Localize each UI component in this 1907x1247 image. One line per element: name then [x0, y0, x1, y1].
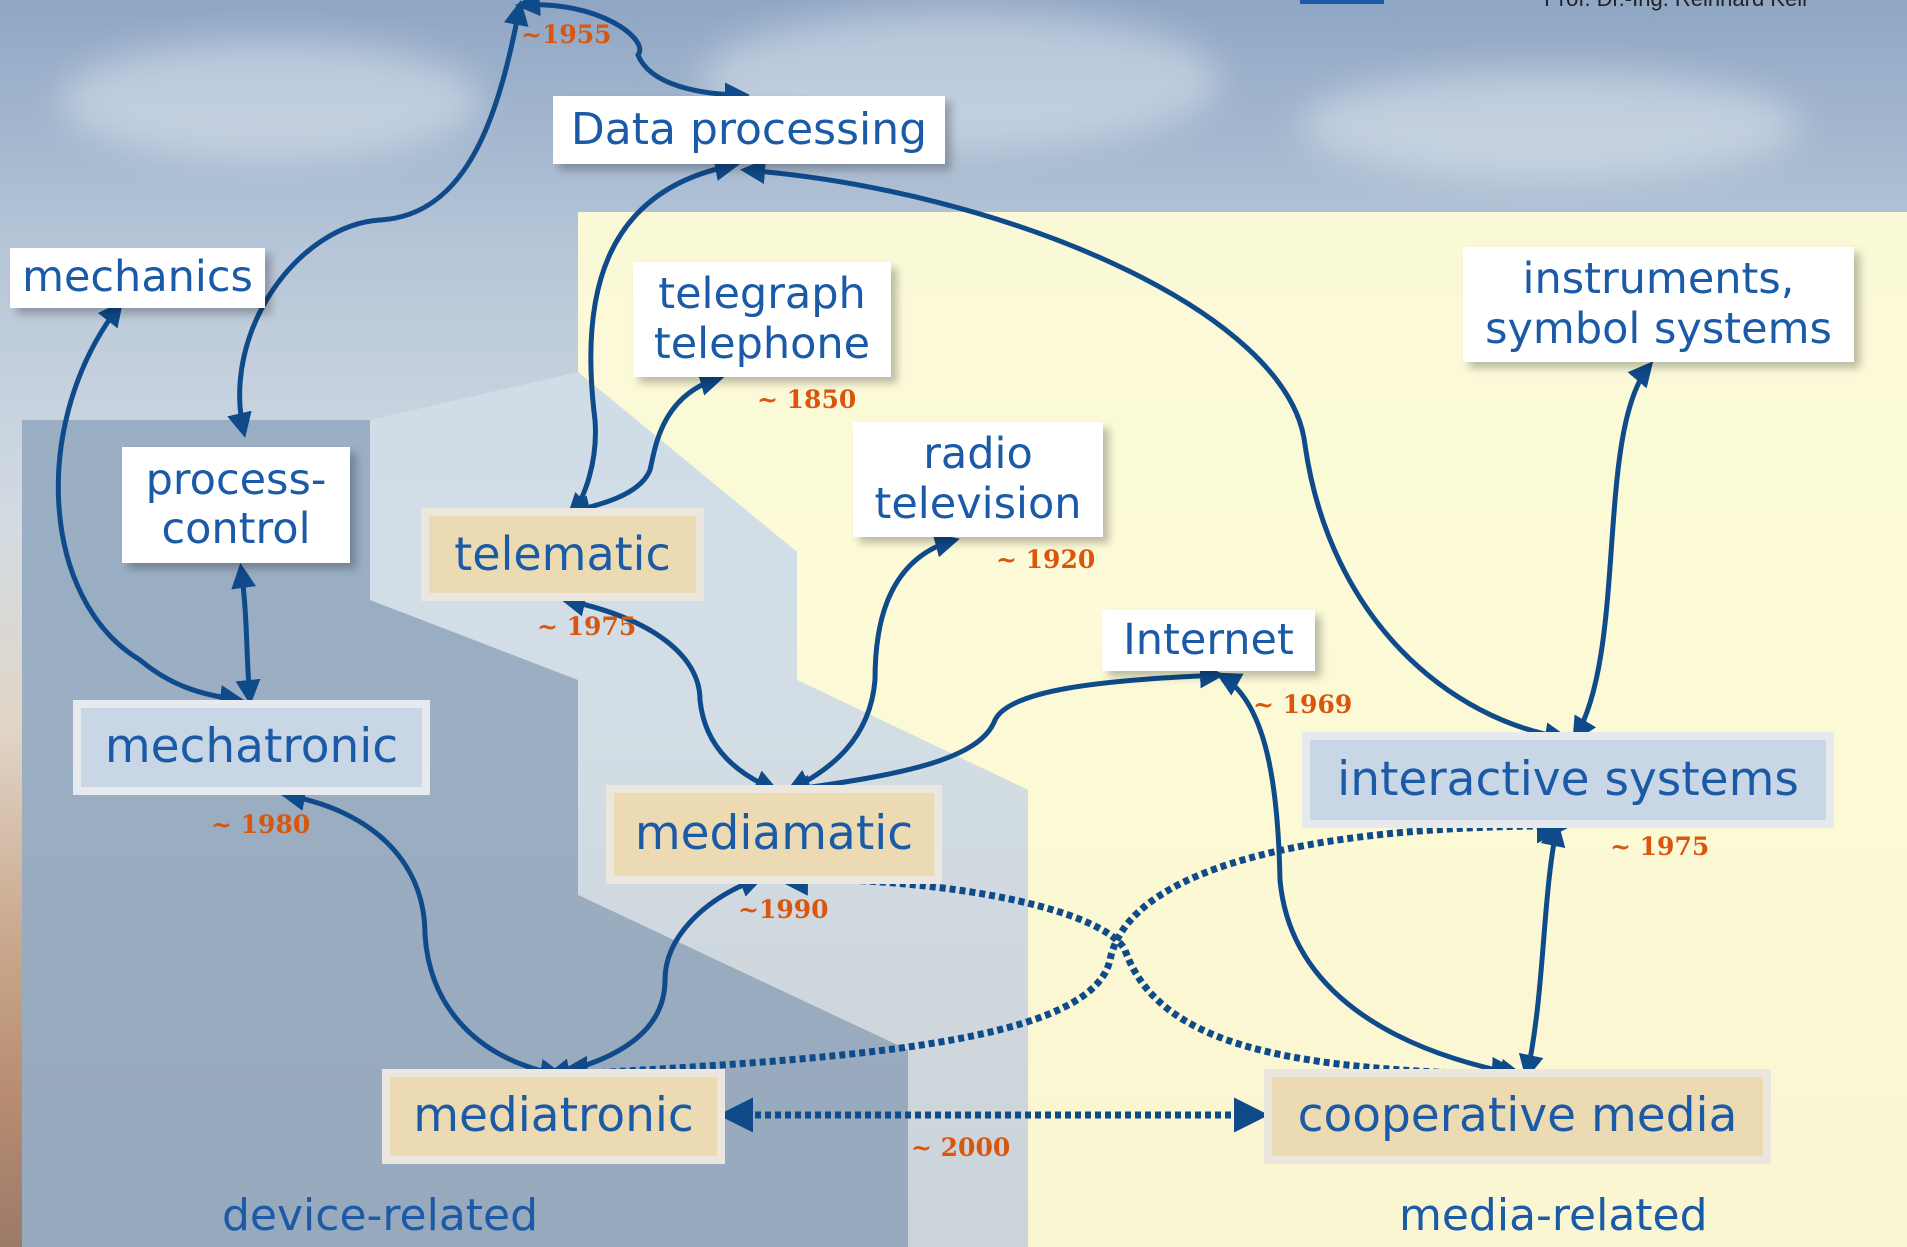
node-internet: Internet	[1102, 610, 1315, 671]
date-1850: ~ 1850	[757, 385, 857, 414]
node-label: mediatronic	[413, 1088, 694, 1144]
date-1975-telematic: ~ 1975	[537, 612, 637, 641]
author-credit: Prof. Dr.-Ing. Reinhard Keil	[1544, 0, 1807, 12]
node-telegraph-telephone: telegraph telephone	[633, 262, 891, 377]
arrow-processcontrol-mechatronic	[231, 563, 261, 705]
node-label-line1: process-	[145, 454, 327, 505]
arrow-telegraph-telematic	[565, 371, 725, 520]
arrow-internet-mediamatic	[785, 663, 1225, 800]
dotted-mediamatic-cooperative	[773, 860, 1527, 1092]
node-label: mediamatic	[634, 806, 914, 862]
region-label-device-related: device-related	[222, 1190, 539, 1241]
node-label: interactive systems	[1337, 751, 1799, 807]
node-instruments-symbol-systems: instruments, symbol systems	[1463, 247, 1854, 362]
node-label-line2: symbol systems	[1485, 303, 1832, 354]
date-2000: ~ 2000	[911, 1133, 1011, 1162]
node-mediatronic: mediatronic	[382, 1069, 725, 1164]
arrow-mediamatic-mediatronic	[545, 873, 765, 1084]
node-label: Internet	[1123, 614, 1294, 665]
node-telematic: telematic	[421, 508, 704, 601]
region-label-media-related: media-related	[1399, 1190, 1708, 1241]
node-interactive-systems: interactive systems	[1302, 732, 1834, 828]
arrow-processcontrol-1955	[227, 0, 529, 438]
arrow-radio-mediamatic	[785, 533, 960, 793]
node-mechatronic: mechatronic	[73, 700, 430, 795]
node-label-line2: telephone	[653, 318, 871, 369]
node-label-line1: instruments,	[1522, 254, 1795, 305]
date-1955: ~1955	[521, 20, 612, 49]
arrow-instruments-interactive	[1572, 361, 1654, 743]
node-label: mechanics	[22, 252, 253, 303]
node-label: telematic	[454, 527, 671, 582]
node-label: cooperative media	[1297, 1088, 1738, 1144]
date-1980: ~ 1980	[211, 810, 311, 839]
date-1990: ~1990	[738, 895, 829, 924]
node-cooperative-media: cooperative media	[1264, 1069, 1771, 1164]
node-label-line1: telegraph	[658, 269, 866, 320]
arrow-mechanics-mechatronic	[55, 301, 245, 710]
node-label: Data processing	[570, 103, 928, 155]
arrow-interactive-cooperative	[1518, 821, 1566, 1080]
node-mediamatic: mediamatic	[606, 785, 942, 884]
node-mechanics: mechanics	[10, 248, 265, 308]
date-1969: ~ 1969	[1253, 690, 1353, 719]
node-label: mechatronic	[104, 719, 399, 775]
arrow-telematic-mediamatic	[560, 591, 780, 794]
arrow-1955-dataprocessing	[515, 0, 750, 108]
node-label-line1: radio	[923, 429, 1033, 480]
node-data-processing: Data processing	[553, 96, 945, 164]
date-1920: ~ 1920	[996, 545, 1096, 574]
node-label-line2: control	[161, 504, 311, 554]
node-radio-television: radio television	[853, 422, 1103, 537]
logo-bar	[1300, 0, 1384, 4]
arrow-mechatronic-mediatronic	[280, 786, 565, 1084]
node-process-control: process- control	[122, 447, 350, 563]
date-1975-interactive: ~ 1975	[1610, 832, 1710, 861]
node-label-line2: television	[874, 478, 1082, 529]
